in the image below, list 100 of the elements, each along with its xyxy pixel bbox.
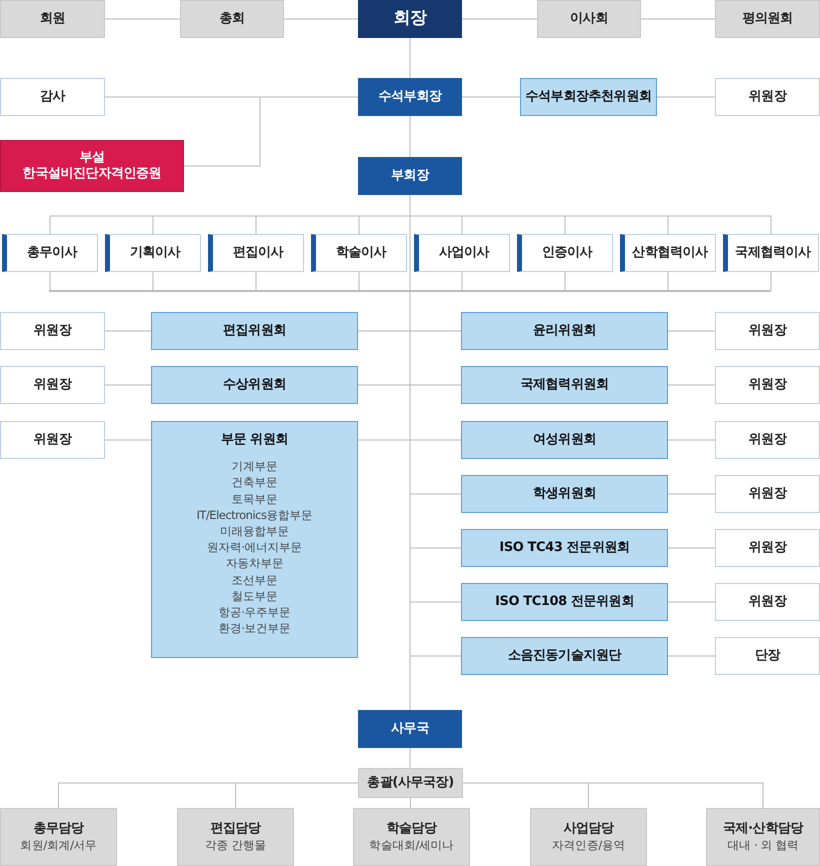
division-name: 기계부문 xyxy=(232,458,278,474)
org-box xyxy=(177,808,294,866)
connector-line xyxy=(462,96,520,98)
box-title: 위원장 xyxy=(748,88,786,106)
org-box xyxy=(715,637,820,675)
director-box xyxy=(723,234,819,272)
org-box xyxy=(0,366,105,404)
connector-line xyxy=(184,96,358,166)
box-title: 기획이사 xyxy=(130,244,180,262)
org-box xyxy=(358,78,462,116)
division-name: 건축부문 xyxy=(232,474,278,491)
org-box xyxy=(715,78,820,116)
box-title: 위원장 xyxy=(34,322,72,340)
box-title: 부문 위원회 xyxy=(220,432,288,448)
org-box xyxy=(715,366,820,404)
committee-box xyxy=(151,366,358,404)
box-title: 편집담당 xyxy=(210,820,261,838)
connector-line xyxy=(235,782,358,808)
connector-line xyxy=(668,384,716,386)
org-box xyxy=(715,529,820,567)
org-box xyxy=(537,0,641,38)
org-box xyxy=(530,808,647,866)
division-name: 자동차부문 xyxy=(226,555,284,572)
connector-line xyxy=(770,272,772,290)
box-title: 총괄(사무국장) xyxy=(367,774,454,792)
box-title: 여성위원회 xyxy=(532,432,596,448)
box-title: 한국설비진단자격인증원 xyxy=(22,166,162,182)
box-title: 소음진동기술지원단 xyxy=(508,648,622,664)
connector-line xyxy=(640,18,716,20)
committee-box xyxy=(520,78,657,116)
org-box xyxy=(706,808,820,866)
connector-line xyxy=(656,96,716,98)
box-subtitle: 각종 간행물 xyxy=(204,837,266,854)
box-title: 학생위원회 xyxy=(532,486,596,502)
box-title: ISO TC108 전문위원회 xyxy=(495,594,634,610)
box-title: 윤리위원회 xyxy=(532,322,596,340)
division-name: 토목부문 xyxy=(232,490,278,507)
box-title: 산학협력이사 xyxy=(632,244,708,262)
box-title: 회장 xyxy=(393,8,427,30)
connector-line xyxy=(410,798,411,808)
connector-line xyxy=(152,272,154,290)
box-title: 국제협력위원회 xyxy=(520,376,609,394)
division-name: 조선부문 xyxy=(232,572,278,588)
box-title: ISO TC43 전문위원회 xyxy=(499,540,630,556)
connector-line xyxy=(104,330,152,332)
org-box xyxy=(358,768,463,798)
connector-line xyxy=(104,384,152,386)
box-title: 단장 xyxy=(754,648,780,664)
org-box xyxy=(358,710,462,748)
box-title: 위원장 xyxy=(748,540,786,556)
committee-box xyxy=(461,421,668,459)
director-box xyxy=(311,234,407,272)
box-title: 위원장 xyxy=(748,594,786,610)
box-title: 총회 xyxy=(219,10,245,28)
director-box xyxy=(620,234,716,272)
box-title: 부설 xyxy=(79,150,105,166)
org-box xyxy=(0,312,105,350)
box-title: 위원장 xyxy=(748,486,786,502)
connector-line xyxy=(358,272,360,290)
division-name: 철도부문 xyxy=(232,588,278,604)
org-box xyxy=(358,157,462,195)
box-title: 사업담당 xyxy=(563,820,614,838)
committee-box xyxy=(461,366,668,404)
box-title: 위원장 xyxy=(34,376,72,394)
director-box xyxy=(105,234,201,272)
box-title: 부회장 xyxy=(391,168,429,184)
division-name: 항공·우주부문 xyxy=(218,604,291,620)
org-box xyxy=(0,0,105,38)
box-title: 평의원회 xyxy=(742,10,793,28)
box-title: 이사회 xyxy=(570,10,608,28)
connector-line xyxy=(104,18,180,20)
committee-box xyxy=(461,637,668,675)
box-title: 회원 xyxy=(40,10,66,28)
connector-line xyxy=(284,18,358,20)
org-box xyxy=(715,312,820,350)
box-title: 국제협력이사 xyxy=(735,244,811,262)
committee-box xyxy=(461,529,668,567)
box-subtitle: 학술대회/세미나 xyxy=(369,837,454,854)
org-box xyxy=(0,78,105,116)
org-box xyxy=(180,0,284,38)
org-box xyxy=(715,583,820,621)
connector-line xyxy=(564,272,566,290)
box-title: 총무담당 xyxy=(33,820,84,838)
division-name: 환경·보건부문 xyxy=(218,620,291,636)
director-box xyxy=(2,234,98,272)
division-name: IT/Electronics융합부문 xyxy=(196,506,312,524)
box-title: 사무국 xyxy=(391,720,429,738)
committee-box xyxy=(461,475,668,513)
org-box xyxy=(353,808,470,866)
box-subtitle: 회원/회계/서무 xyxy=(20,837,97,854)
box-title: 국제·산학담당 xyxy=(722,820,804,838)
director-box xyxy=(208,234,304,272)
box-title: 위원장 xyxy=(34,432,72,448)
committee-box xyxy=(151,421,358,658)
org-box xyxy=(0,421,105,459)
box-title: 수석부회장 xyxy=(378,88,442,106)
committee-box xyxy=(461,583,668,621)
box-title: 위원장 xyxy=(748,376,786,394)
org-box xyxy=(715,421,820,459)
connector-line xyxy=(462,782,764,808)
